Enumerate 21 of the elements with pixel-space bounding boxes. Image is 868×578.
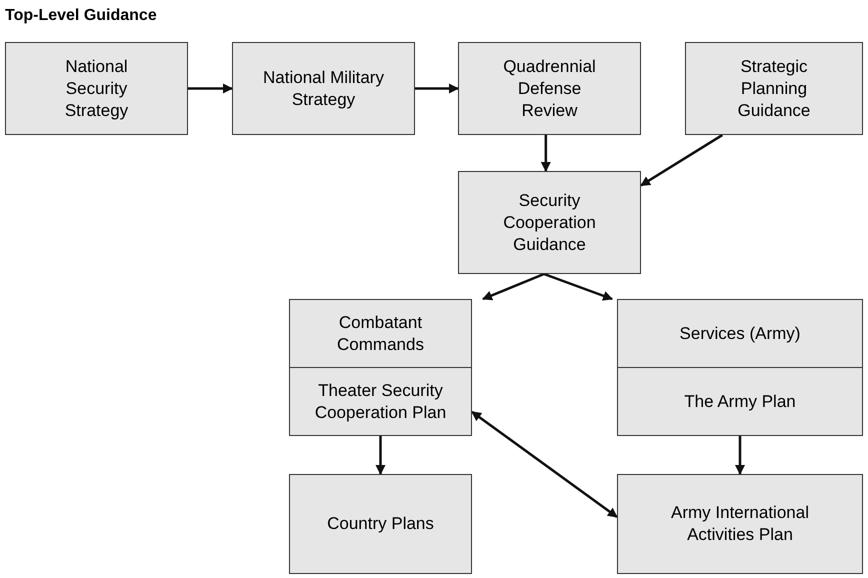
process-box: Security Cooperation Guidance <box>458 171 641 274</box>
arrow <box>540 135 551 172</box>
process-box: Army International Activities Plan <box>617 474 863 574</box>
arrow <box>415 84 459 94</box>
arrow <box>482 272 544 300</box>
arrow <box>640 134 724 186</box>
arrow <box>735 436 745 475</box>
process-box: National Military Strategy <box>232 42 415 135</box>
process-box: The Army Plan <box>617 367 863 436</box>
process-box: National Security Strategy <box>5 42 188 135</box>
arrow <box>471 410 618 518</box>
arrow <box>376 436 386 475</box>
process-box: Strategic Planning Guidance <box>685 42 863 135</box>
diagram-title: Top-Level Guidance <box>5 6 157 26</box>
process-box: Country Plans <box>289 474 472 574</box>
process-box: Combatant Commands <box>289 299 472 368</box>
process-box: Theater Security Cooperation Plan <box>289 367 472 436</box>
arrow <box>544 272 614 301</box>
process-box: Services (Army) <box>617 299 863 368</box>
process-box: Quadrennial Defense Review <box>458 42 641 135</box>
arrow <box>188 84 233 94</box>
